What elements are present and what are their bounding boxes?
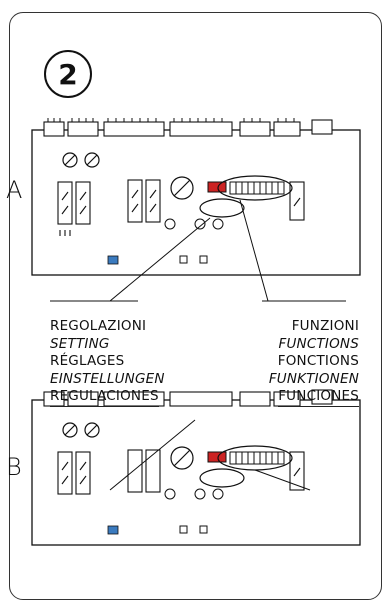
terminal-blocks: [43, 389, 333, 407]
label-regolazioni-es: REGULACIONES: [50, 388, 159, 407]
dip-switch-small: [207, 181, 227, 193]
funzioni-labels: FUNZIONI FUNCTIONS FONCTIONS FUNKTIONEN …: [269, 318, 359, 407]
relays-left: [57, 181, 91, 236]
label-funzioni-it: FUNZIONI: [291, 318, 359, 334]
terminal-blocks: [43, 119, 333, 137]
logo: [107, 255, 119, 265]
label-regolazioni-fr: RÉGLAGES: [50, 353, 125, 369]
relays-left: [57, 451, 91, 495]
regolazioni-labels: REGOLAZIONI SETTING RÉGLAGES EINSTELLUNG…: [50, 318, 165, 407]
logo: [107, 525, 119, 535]
step-number-badge: 2: [44, 50, 92, 98]
label-regolazioni-en: SETTING: [50, 335, 110, 352]
board-label-b: B: [6, 453, 22, 481]
label-funzioni-en: FUNCTIONS: [278, 335, 359, 352]
fuses: [62, 152, 100, 168]
board-label-a: A: [6, 176, 23, 204]
relay-right: [289, 181, 305, 221]
trimmer: [170, 446, 194, 470]
dip-switch-bank: [229, 181, 285, 195]
relays-center: [127, 179, 161, 223]
dip-switch-small: [207, 451, 227, 463]
label-regolazioni-de: EINSTELLUNGEN: [50, 370, 165, 387]
label-regolazioni-it: REGOLAZIONI: [50, 318, 147, 334]
terminal-teeth: [47, 118, 295, 122]
label-funzioni-de: FUNKTIONEN: [268, 370, 359, 387]
control-board-a: [31, 118, 361, 276]
instruction-frame: [9, 12, 382, 600]
trimmer: [170, 176, 194, 200]
label-funzioni-fr: FONCTIONS: [277, 353, 359, 369]
fuses: [62, 422, 100, 438]
label-funzioni-es: FUNCIONES: [278, 388, 359, 407]
dip-switch-bank: [229, 451, 285, 465]
screw-terminals: [164, 488, 224, 534]
